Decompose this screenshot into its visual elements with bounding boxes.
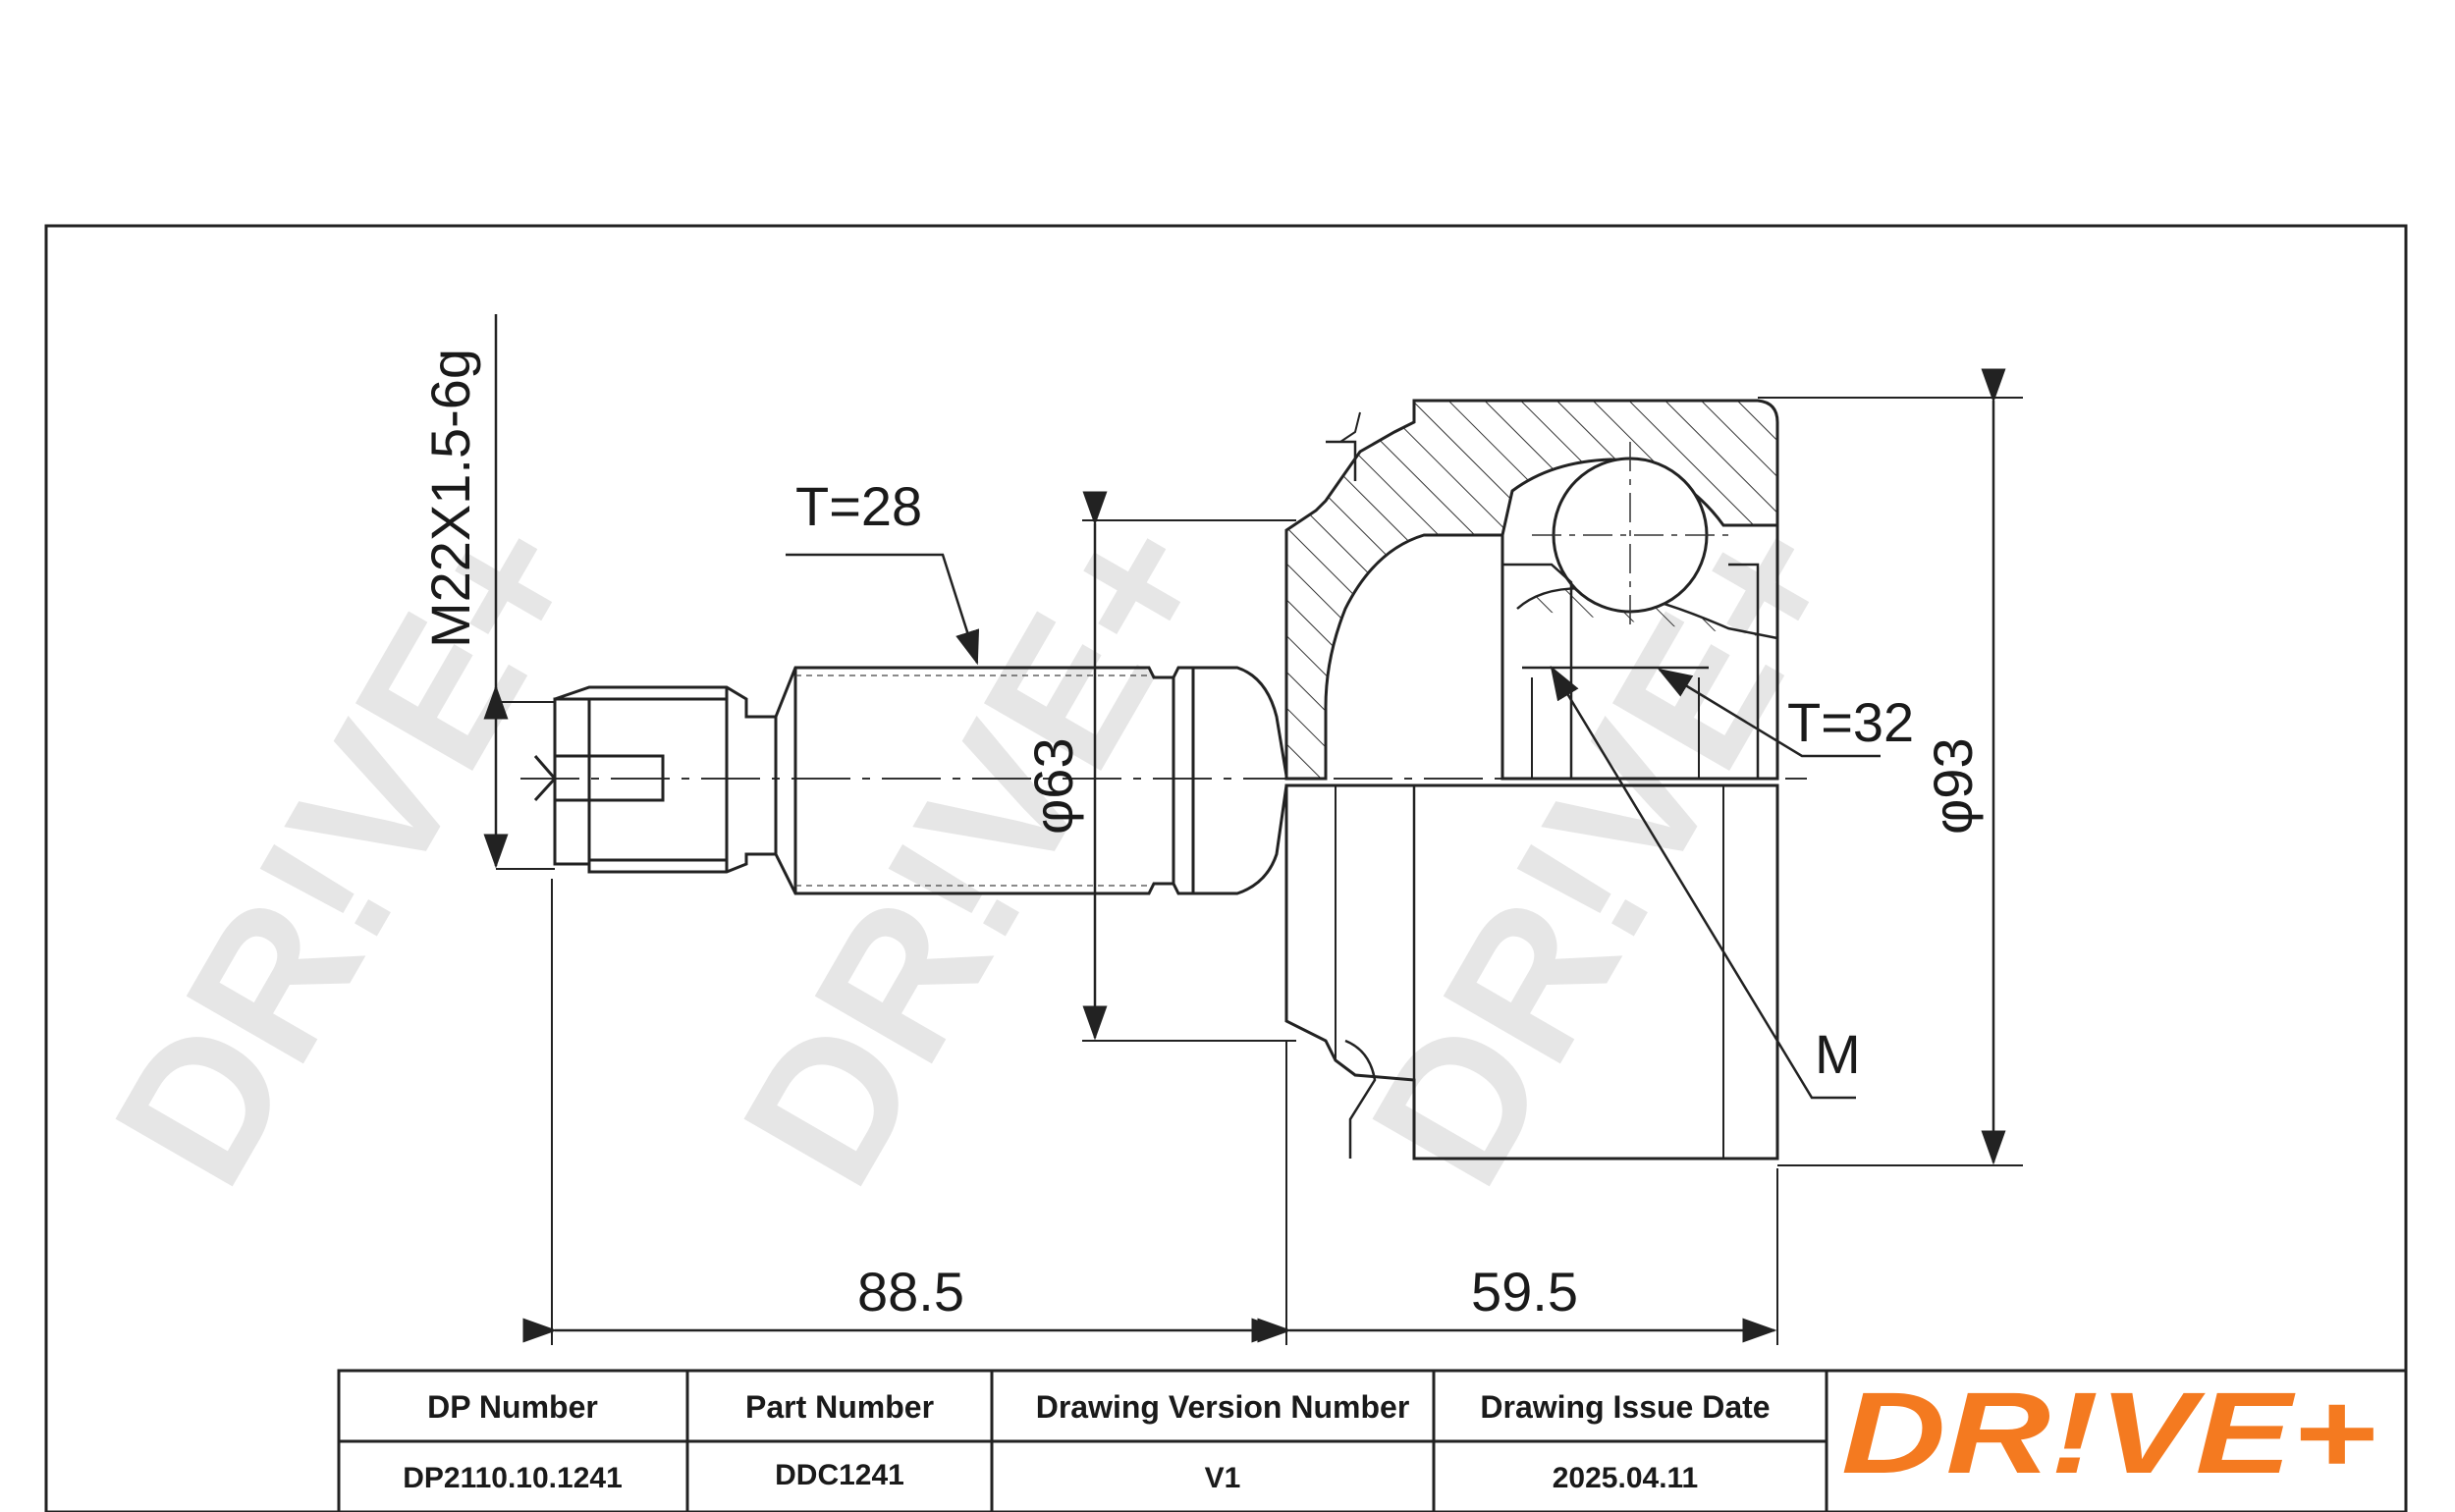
housing-diameter-label: φ93 [1922, 737, 1984, 835]
drawing-frame [44, 224, 2408, 1512]
teeth-inner-label: T=32 [1787, 691, 1914, 753]
marker-m-label: M [1815, 1023, 1861, 1085]
watermark-1: DR!VE+ [73, 481, 626, 1219]
value-dp-number: DP2110.10.1241 [403, 1462, 623, 1494]
header-part-number: Part Number [745, 1389, 934, 1425]
value-issue-date: 2025.04.11 [1553, 1462, 1699, 1494]
leader-m [1550, 665, 1856, 1100]
shaft-diameter-label: φ63 [1022, 737, 1084, 835]
title-block [337, 1369, 2408, 1512]
value-drawing-version: V1 [1205, 1462, 1241, 1494]
header-dp-number: DP Number [427, 1389, 598, 1425]
brand-logo-text: DR!VE+ [1841, 1369, 2376, 1498]
header-drawing-version: Drawing Version Number [1036, 1389, 1410, 1425]
leader-t32 [1657, 668, 1881, 758]
housing-body [1284, 399, 1779, 1161]
thread-spec-label: M22X1.5-6g [419, 349, 481, 648]
dimension-lines [483, 314, 2006, 1343]
extension-lines [496, 397, 2023, 1345]
length-shaft-label: 88.5 [857, 1261, 964, 1323]
brand-logo: DR!VE+ [1841, 1369, 2376, 1498]
teeth-outer-label: T=28 [795, 475, 922, 537]
header-issue-date: Drawing Issue Date [1480, 1389, 1770, 1425]
leader-lines [786, 553, 1881, 1100]
value-part-number: DDC1241 [775, 1459, 904, 1491]
leader-t28 [786, 553, 980, 666]
watermark-2: DR!VE+ [701, 481, 1254, 1219]
length-housing-label: 59.5 [1471, 1261, 1578, 1323]
shaft-profile [533, 666, 1288, 895]
